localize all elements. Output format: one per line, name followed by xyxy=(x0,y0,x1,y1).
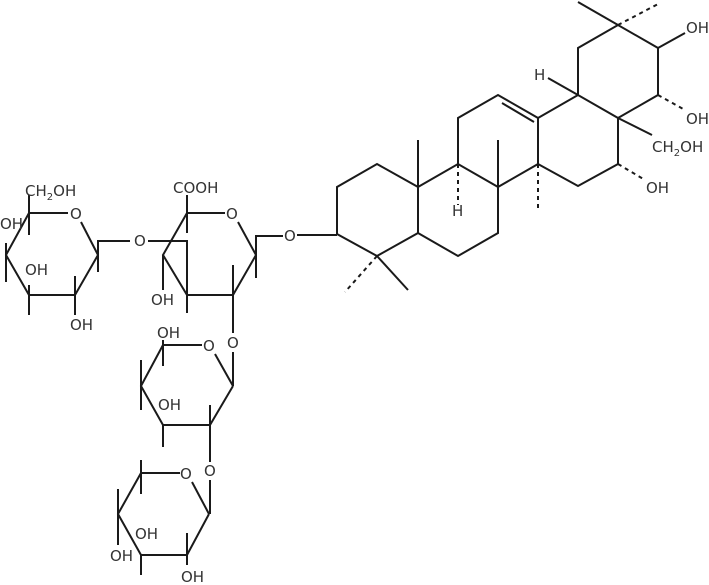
sugar-4-ring-oxygen: O xyxy=(180,465,192,483)
aglycone-h-c9: H xyxy=(452,202,463,220)
aglycone-h-c18: H xyxy=(534,66,545,84)
aglycone-oh-c16: OH xyxy=(646,179,669,197)
sugar-3-oh-c3: OH xyxy=(158,396,181,414)
sugar-3-oh-c5: OH xyxy=(157,324,180,342)
sugar-4-ring xyxy=(116,460,211,575)
glycosidic-oxygen-2: O xyxy=(227,334,239,352)
sugar-1-oh-c2: OH xyxy=(70,316,93,334)
glycosidic-oxygen-1: O xyxy=(134,232,146,250)
sugar-1-ring xyxy=(4,195,130,315)
sugar-4-oh-c2: OH xyxy=(181,568,204,585)
aglycone-oh-c21: OH xyxy=(686,19,709,37)
sugar-1-ch2oh-label: CH2OH xyxy=(25,182,76,203)
sugar-1-ring-oxygen: O xyxy=(70,205,82,223)
sugar-2-ring-oxygen: O xyxy=(226,205,238,223)
aglycone-rings xyxy=(336,1,686,293)
aglycone-ch2oh-label: CH2OH xyxy=(652,138,703,159)
sugar-1-oh-c3: OH xyxy=(25,261,48,279)
aglycone-glycosidic-oxygen: O xyxy=(284,227,296,245)
sugar-2-oh-c4: OH xyxy=(151,291,174,309)
sugar-3-ring xyxy=(139,340,234,462)
sugar-3-ring-oxygen: O xyxy=(203,337,215,355)
cooh-label: COOH xyxy=(173,179,218,197)
glucuronic-acid-ring xyxy=(148,195,337,333)
sugar-4-oh-c4: OH xyxy=(110,547,133,565)
glycosidic-oxygen-3: O xyxy=(204,462,216,480)
sugar-4-oh-c3: OH xyxy=(135,525,158,543)
sugar-1-oh-c4: OH xyxy=(0,215,23,233)
aglycone-oh-c22: OH xyxy=(686,110,709,128)
